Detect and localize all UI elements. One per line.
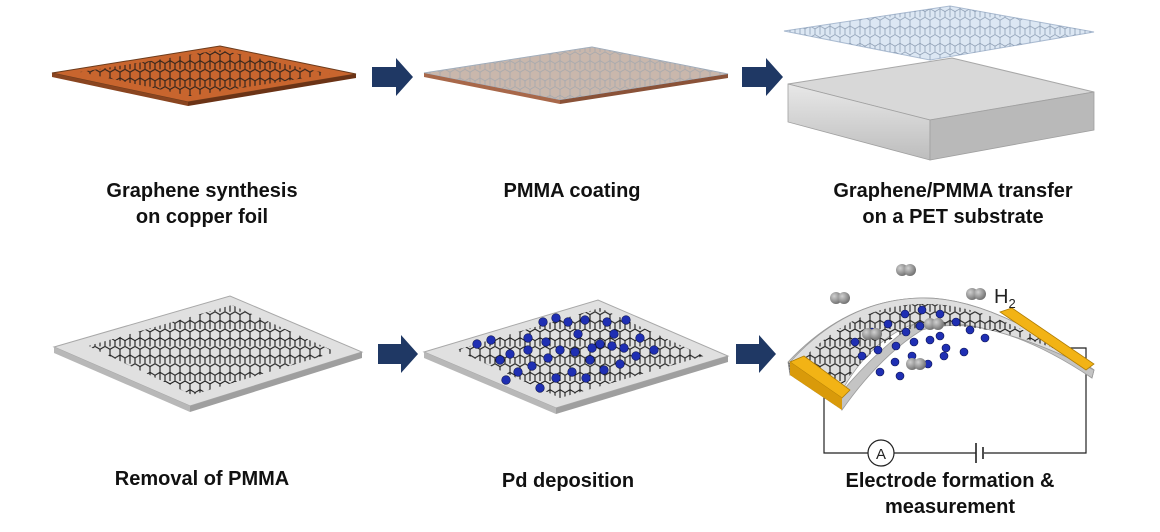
pd-particle (595, 339, 605, 349)
pd-particle (563, 317, 573, 327)
ammeter-icon (867, 439, 895, 467)
pd-particle (527, 361, 537, 371)
pd-nanoparticles-sensor (850, 305, 990, 381)
pd-particle (581, 373, 591, 383)
step-caption-pmma-coating: PMMA coating (503, 180, 641, 202)
pd-particle (555, 345, 565, 355)
pd-particle (570, 347, 580, 357)
pd-particle (901, 327, 911, 337)
pd-particle (850, 337, 860, 347)
pd-particle (609, 329, 619, 339)
pd-particle (580, 315, 590, 325)
pd-particle (875, 367, 885, 377)
pd-particle (551, 373, 561, 383)
pd-particle (917, 305, 927, 315)
pd-nanoparticles (472, 313, 659, 393)
pd-particle (615, 359, 625, 369)
step-caption-graphene-synthesis: Graphene synthesis on copper foil (106, 180, 298, 228)
pd-particle (873, 345, 883, 355)
ammeter-symbol: A (876, 446, 886, 463)
pd-particle (909, 337, 919, 347)
pd-particle (599, 365, 609, 375)
h2-molecule-atom (870, 328, 882, 340)
h2-molecule-atom (838, 292, 850, 304)
h2-molecule-atom (932, 318, 944, 330)
h2-label: H2 (994, 286, 1016, 311)
pd-particle (585, 355, 595, 365)
pd-particle (635, 333, 645, 343)
pd-particle (959, 347, 969, 357)
measurement-circuit (823, 347, 1087, 454)
graphene-lattice (80, 50, 330, 96)
pd-particle (951, 317, 961, 327)
process-arrow-3 (378, 335, 418, 373)
pd-particle (925, 335, 935, 345)
process-arrow-4 (736, 335, 776, 373)
pd-particle (587, 343, 597, 353)
pd-particle (505, 349, 515, 359)
pd-particle (573, 329, 583, 339)
pd-particle (567, 367, 577, 377)
pd-particle (649, 345, 659, 355)
pd-particle (551, 313, 561, 323)
h2-molecule-atom (914, 358, 926, 370)
sensor-measurement-panel: A H2 (787, 264, 1095, 467)
pd-particle (602, 317, 612, 327)
pd-particle (631, 351, 641, 361)
pd-particle (486, 335, 496, 345)
step-caption-electrode-measurement: Electrode formation & measurement (845, 470, 1055, 518)
pd-particle (890, 357, 900, 367)
gold-electrode-left (789, 355, 851, 399)
pd-particle (857, 351, 867, 361)
pd-particle (619, 343, 629, 353)
process-arrow-1 (372, 58, 413, 96)
pd-particle (472, 339, 482, 349)
gold-electrode-right (999, 307, 1095, 371)
step-caption-pmma-removal: Removal of PMMA (114, 468, 290, 490)
step-caption-transfer: Graphene/PMMA transfer on a PET substrat… (833, 180, 1073, 228)
pd-particle (935, 309, 945, 319)
pd-particle (939, 351, 949, 361)
pmma-removal-panel (52, 295, 364, 412)
pd-particle (501, 375, 511, 385)
pd-particle (891, 341, 901, 351)
pd-particle (915, 321, 925, 331)
pd-particle (523, 333, 533, 343)
step-caption-pd-deposition: Pd deposition (501, 470, 635, 492)
pd-particle (935, 331, 945, 341)
h2-molecule-atom (974, 288, 986, 300)
pmma-coating-panel (423, 46, 729, 104)
process-arrow-2 (742, 58, 783, 96)
pd-particle (513, 367, 523, 377)
h2-molecules (830, 264, 986, 370)
pmma-transfer-panel (783, 5, 1095, 161)
pd-particle (607, 341, 617, 351)
pd-particle (965, 325, 975, 335)
pd-particle (980, 333, 990, 343)
pd-particle (541, 337, 551, 347)
pd-particle (538, 317, 548, 327)
pd-particle (895, 371, 905, 381)
pd-particle (523, 345, 533, 355)
pd-particle (900, 309, 910, 319)
pd-particle (621, 315, 631, 325)
pd-particle (941, 343, 951, 353)
copper-foil-panel (51, 45, 357, 106)
pd-particle (495, 355, 505, 365)
pd-particle (883, 319, 893, 329)
pd-particle (543, 353, 553, 363)
pd-particle (535, 383, 545, 393)
h2-molecule-atom (904, 264, 916, 276)
pd-deposition-panel (422, 299, 730, 414)
